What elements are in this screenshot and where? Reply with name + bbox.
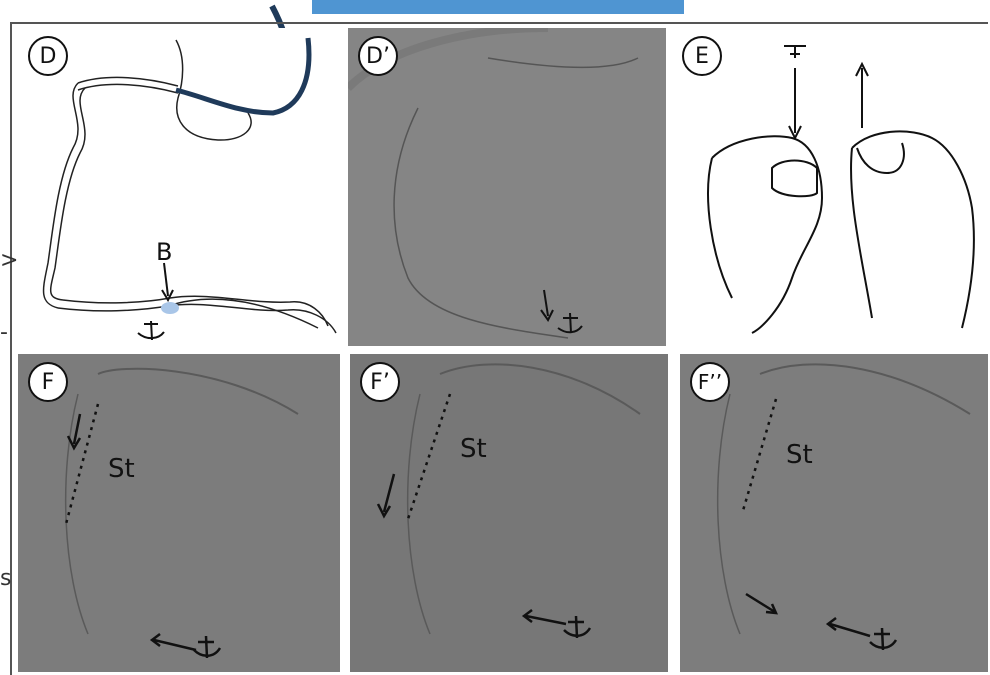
panel-e: E — [672, 28, 988, 346]
panel-d-prime: D’ — [348, 28, 666, 346]
edge-mark-3: s — [0, 566, 11, 591]
stent-label: St — [460, 434, 487, 464]
xray-image-f-double-prime — [680, 354, 988, 672]
stent-label: St — [786, 440, 813, 470]
panel-d: D B — [18, 28, 340, 346]
anchor-icon — [138, 321, 164, 340]
panel-f-double-prime-label: F’’ — [690, 362, 730, 402]
panel-f-double-prime: F’’ St — [680, 354, 988, 672]
panel-f: F St — [18, 354, 340, 672]
panel-f-prime: F’ St — [350, 354, 668, 672]
edge-mark-1: > — [0, 248, 18, 273]
thumb-pull-icon — [851, 64, 974, 328]
thumb-push-icon — [708, 46, 822, 333]
xray-image-f-prime — [350, 354, 668, 672]
edge-mark-2: - — [0, 320, 8, 345]
panel-f-label: F — [28, 362, 68, 402]
vessel-label-b: B — [156, 238, 172, 266]
panel-f-prime-label: F’ — [360, 362, 400, 402]
hands-drawing — [672, 28, 988, 346]
stent-label: St — [108, 454, 135, 484]
panel-d-prime-label: D’ — [358, 36, 398, 76]
xray-image-f — [18, 354, 340, 672]
xray-image-d-prime — [348, 28, 666, 346]
vessel-drawing — [18, 28, 340, 346]
balloon-marker — [161, 302, 179, 314]
frame-top-line — [10, 22, 988, 24]
